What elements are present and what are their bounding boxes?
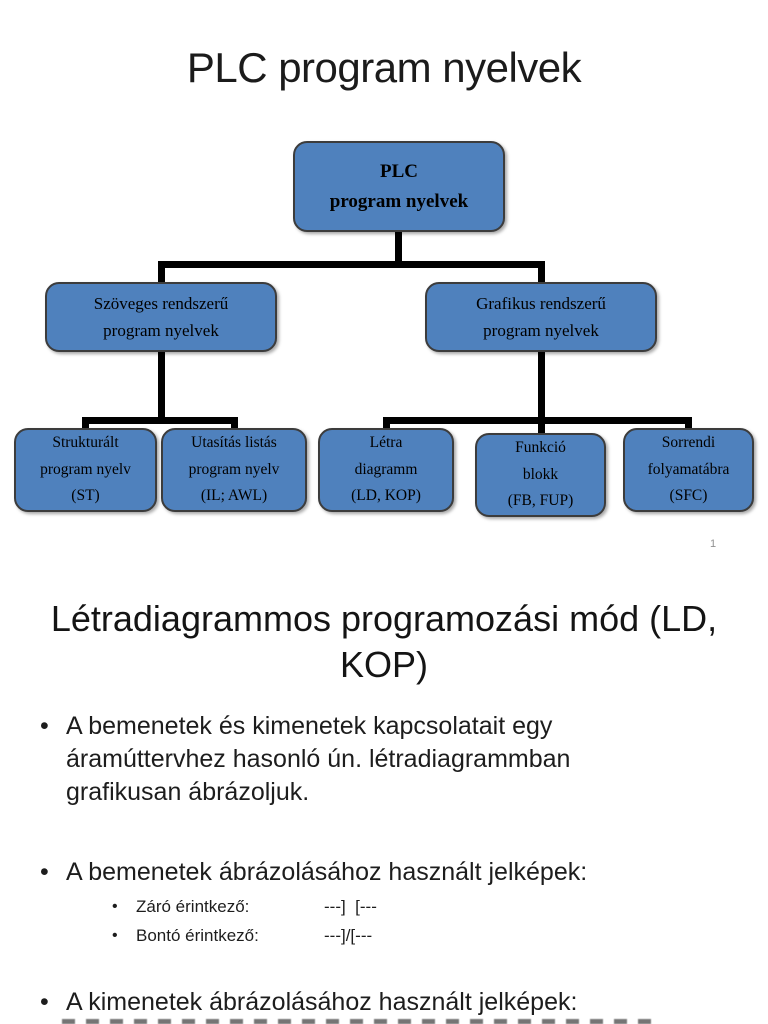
connector-level1-left-drop: [158, 261, 165, 284]
page-number: 1: [710, 538, 717, 550]
connector-leaf-ld-drop: [383, 417, 390, 431]
bullet-icon: •: [40, 712, 49, 740]
connector-left-horizontal: [82, 417, 238, 424]
node-plc-root: PLC program nyelvek: [293, 141, 505, 232]
bullet-icon: •: [112, 898, 118, 915]
connector-level1-horizontal: [158, 261, 545, 268]
bullet-input-symbols: • A bemenetek ábrázolásához használt jel…: [40, 856, 587, 889]
connector-leaf-il-drop: [231, 417, 238, 431]
slide1-title: PLC program nyelvek: [186, 44, 582, 91]
connector-leaf-st-drop: [82, 417, 89, 431]
sub-bullet-no-contact: • Záró érintkező: ---] [---: [112, 896, 377, 918]
node-graphic-based-languages: Grafikus rendszerű program nyelvek: [425, 282, 657, 352]
connector-level1-right-drop: [538, 261, 545, 284]
connector-right-horizontal: [383, 417, 692, 424]
sub-bullet-label: Bontó érintkező:: [136, 926, 259, 945]
bullet-inputs-outputs: • A bemenetek és kimenetek kapcsolatait …: [40, 710, 570, 809]
slide2-title-line1: Létradiagrammos programozási mód (LD,: [50, 598, 718, 639]
sub-bullet-nc-contact: • Bontó érintkező: ---]/[---: [112, 925, 372, 947]
slide2-title-line2: KOP): [339, 644, 428, 685]
bullet-icon: •: [112, 927, 118, 944]
bullet-text: A bemenetek és kimenetek kapcsolatait eg…: [66, 712, 571, 806]
node-structured-text: Strukturált program nyelv (ST): [14, 428, 157, 512]
node-sequential-chart: Sorrendi folyamatábra (SFC): [623, 428, 754, 512]
bullet-text: A kimenetek ábrázolásához használt jelké…: [66, 988, 578, 1016]
node-function-block: Funkció blokk (FB, FUP): [475, 433, 606, 517]
clipped-next-line: [62, 1019, 662, 1024]
bullet-output-symbols: • A kimenetek ábrázolásához használt jel…: [40, 986, 577, 1019]
ladder-symbol: ---] [---: [324, 897, 377, 916]
bullet-text: A bemenetek ábrázolásához használt jelké…: [66, 858, 588, 886]
node-text-based-languages: Szöveges rendszerű program nyelvek: [45, 282, 277, 352]
ladder-symbol: ---]/[---: [324, 926, 373, 945]
bullet-icon: •: [40, 988, 49, 1016]
bullet-icon: •: [40, 858, 49, 886]
sub-bullet-label: Záró érintkező:: [136, 897, 250, 916]
connector-right-branch-vertical: [538, 350, 545, 436]
connector-left-branch-vertical: [158, 350, 165, 422]
connector-root-vertical: [395, 230, 402, 266]
node-instruction-list: Utasítás listás program nyelv (IL; AWL): [161, 428, 307, 512]
node-ladder-diagram: Létra diagramm (LD, KOP): [318, 428, 454, 512]
connector-leaf-sfc-drop: [685, 417, 692, 431]
